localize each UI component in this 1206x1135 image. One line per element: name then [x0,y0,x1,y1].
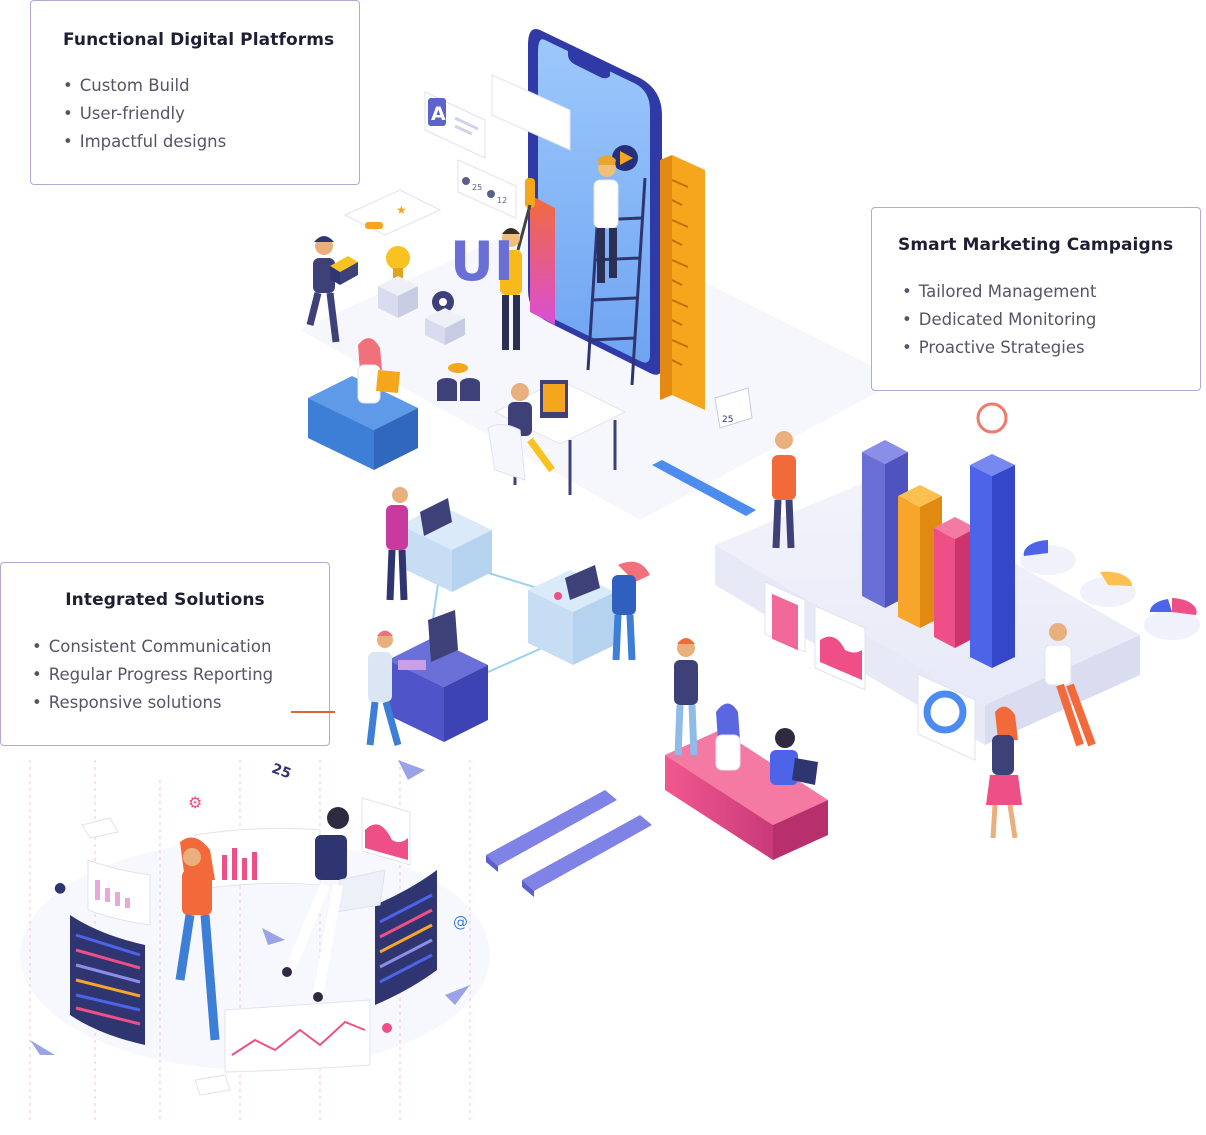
svg-text:★: ★ [396,203,407,217]
card-list: Custom Build User-friendly Impactful des… [63,72,227,156]
analytics-scene [665,402,1200,860]
note-icon [81,817,119,839]
phone-scene: A 25 12 UI ★ [300,29,900,520]
smart-marketing-campaigns-card: Smart Marketing Campaigns Tailored Manag… [871,207,1201,391]
comment-count-label: 12 [497,196,507,205]
floating-blue-bar [652,460,756,516]
ruler-illustration [660,155,705,410]
standing-man [772,431,796,549]
timer-icon [976,402,1008,434]
like-count-label: 25 [472,183,482,192]
seated-man [1044,623,1096,747]
paper-plane-icon-3 [30,1040,55,1055]
list-item: User-friendly [63,100,226,128]
floating-number: 25 [269,761,293,783]
data-ring-scene: 25 ⚙ @ ● [20,760,490,1120]
pointing-woman [986,706,1022,839]
gear-box [425,291,465,345]
floating-purple-bars [486,790,652,897]
database-stack [437,363,480,401]
card-list: Consistent Communication Regular Progres… [32,633,273,717]
functional-digital-platforms-card: Functional Digital Platforms Custom Buil… [30,0,360,185]
pink-bench-group [665,638,828,860]
bulb-box [378,246,418,318]
bar-chart-illustration [862,440,1015,668]
ladder-worker [593,155,619,283]
accent-line [291,711,335,713]
list-item: Responsive solutions [32,689,273,717]
list-item: Regular Progress Reporting [32,661,273,689]
paper-plane-icon-4 [445,985,470,1005]
likes-card: 25 12 [457,159,517,219]
user-icon: ● [54,880,66,896]
ring-man [282,807,386,1002]
list-item: Consistent Communication [32,633,273,661]
paper-plane-icon-2 [262,928,285,945]
list-item: Tailored Management [902,278,1097,306]
ruler-tag-label: 25 [722,415,733,425]
list-item: Dedicated Monitoring [902,306,1097,334]
pie-charts [1020,540,1200,640]
card-title: Smart Marketing Campaigns [898,235,1174,255]
list-item: Proactive Strategies [902,334,1096,362]
delivery-person [306,236,358,343]
list-item: Impactful designs [63,128,227,156]
desk-programmer [487,379,627,495]
note-icon-2 [194,1074,231,1096]
roller-worker [500,178,535,350]
star-card: ★ [343,189,442,236]
letter-a-label: A [431,103,446,125]
ui-letters: UI [450,230,514,293]
letter-card: A [424,91,486,159]
chat-bubble [491,74,571,151]
ring-woman [175,837,220,1041]
at-icon: @ [453,913,468,931]
integrated-solutions-card: Integrated Solutions Consistent Communic… [0,562,335,746]
paper-plane-icon [398,760,425,780]
network-scene [366,487,650,746]
list-item: Custom Build [63,72,226,100]
ruler-tag: 25 [714,387,753,429]
gear-icon: ⚙ [188,793,202,812]
card-title: Integrated Solutions [65,590,265,610]
card-list: Tailored Management Dedicated Monitoring… [902,278,1097,362]
pie-icon [382,1023,392,1033]
woman-at-laptop [308,338,418,470]
card-title: Functional Digital Platforms [63,30,335,50]
